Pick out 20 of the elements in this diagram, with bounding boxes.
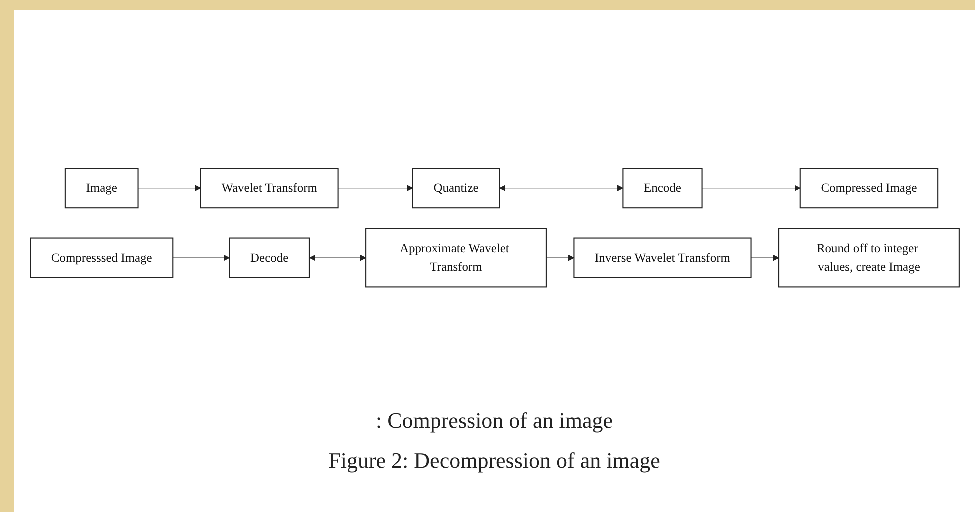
node-box: Quantize xyxy=(412,168,500,209)
arrow xyxy=(172,255,230,262)
node-box: Image xyxy=(64,168,138,209)
arrow xyxy=(546,255,574,262)
figure-caption: Figure 2: Decompression of an image xyxy=(328,448,660,474)
node-box: Inverse Wavelet Transform xyxy=(573,238,752,278)
arrow xyxy=(750,255,779,262)
arrow xyxy=(137,185,201,192)
arrow xyxy=(701,185,800,192)
arrow xyxy=(337,185,413,192)
arrow xyxy=(308,255,366,262)
node-box: Compresssed Image xyxy=(30,238,174,278)
figure-caption: : Compression of an image xyxy=(376,408,614,434)
node-box: Wavelet Transform xyxy=(200,168,338,209)
node-box: Approximate Wavelet Transform xyxy=(365,228,546,288)
arrow xyxy=(499,185,623,192)
node-box: Encode xyxy=(622,168,702,209)
node-box: Decode xyxy=(228,238,310,278)
node-box: Round off to integer values, create Image xyxy=(778,228,960,288)
node-box: Compressed Image xyxy=(799,168,938,209)
